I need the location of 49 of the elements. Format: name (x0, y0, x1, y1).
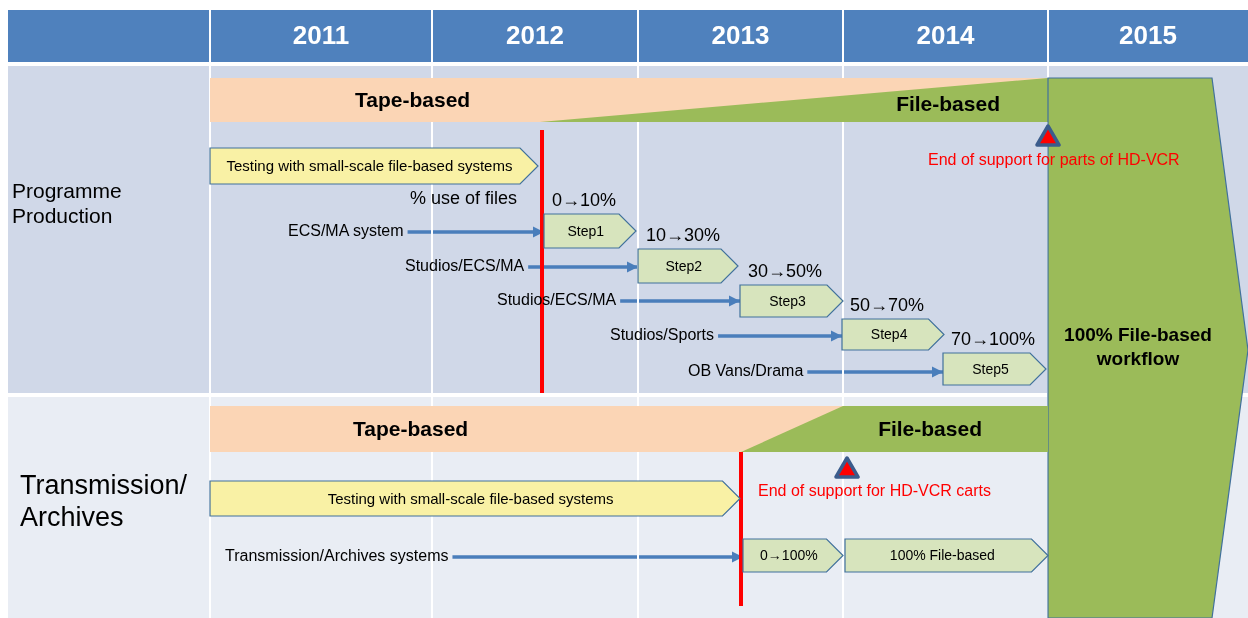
shape-text: Step4 (869, 325, 909, 344)
chevron-box (943, 353, 1046, 385)
chevron-box (210, 148, 538, 184)
chevron-box (210, 481, 740, 516)
year-heading: 2014 (915, 19, 976, 53)
shape-text: 0→100% (759, 546, 819, 565)
shape-text: Testing with small-scale file-based systems (326, 489, 615, 509)
chevron-box (544, 214, 636, 248)
percentage-label: 30→50% (748, 261, 823, 282)
system-label: ECS/MA system (288, 220, 404, 242)
arrow (718, 330, 842, 342)
year-heading: 2012 (505, 19, 565, 53)
year-heading: 2015 (1118, 19, 1178, 53)
row-heading: Programme Production (12, 177, 123, 229)
chevron-box (638, 249, 738, 283)
shape-text: Tape-based (353, 416, 469, 442)
system-label: Studios/ECS/MA (405, 255, 525, 277)
shape-text: File-based (896, 91, 1000, 117)
row-heading: Transmission/ Archives (20, 468, 189, 534)
system-label: OB Vans/Drama (688, 360, 804, 382)
shape-text: File-based (878, 416, 982, 442)
chevron-box (845, 539, 1048, 572)
shape-text: Tape-based (355, 87, 471, 113)
percentage-label: 50→70% (850, 295, 925, 316)
arrow (528, 261, 638, 273)
tape-band (210, 78, 1048, 122)
shape-text: Step1 (566, 222, 606, 241)
axis-label: % use of files (410, 188, 519, 210)
year-heading: 2013 (710, 19, 771, 53)
system-label: Transmission/Archives systems (225, 545, 449, 567)
percentage-label: 10→30% (646, 225, 721, 246)
file-wedge (741, 406, 1048, 452)
shape-text: Testing with small-scale file-based systems (225, 156, 514, 176)
shape-text: Step2 (664, 257, 704, 276)
shape-text: Step3 (768, 292, 807, 311)
shape-text: 100% File-based (888, 546, 996, 565)
chevron-box (740, 285, 843, 317)
chevron-box (842, 319, 944, 350)
percentage-label: 0→10% (552, 190, 617, 211)
shape-text: Step5 (971, 360, 1010, 379)
percentage-label: 70→100% (951, 329, 1036, 350)
arrow (620, 295, 740, 307)
year-heading: 2011 (291, 19, 351, 53)
warning-note: End of support for HD-VCR carts (758, 481, 991, 501)
shape-text: 100% File-based workflow (1063, 323, 1213, 371)
tape-band (210, 406, 1048, 452)
chevron-box (743, 539, 843, 572)
system-label: Studios/Sports (610, 324, 715, 346)
arrow (807, 366, 943, 378)
